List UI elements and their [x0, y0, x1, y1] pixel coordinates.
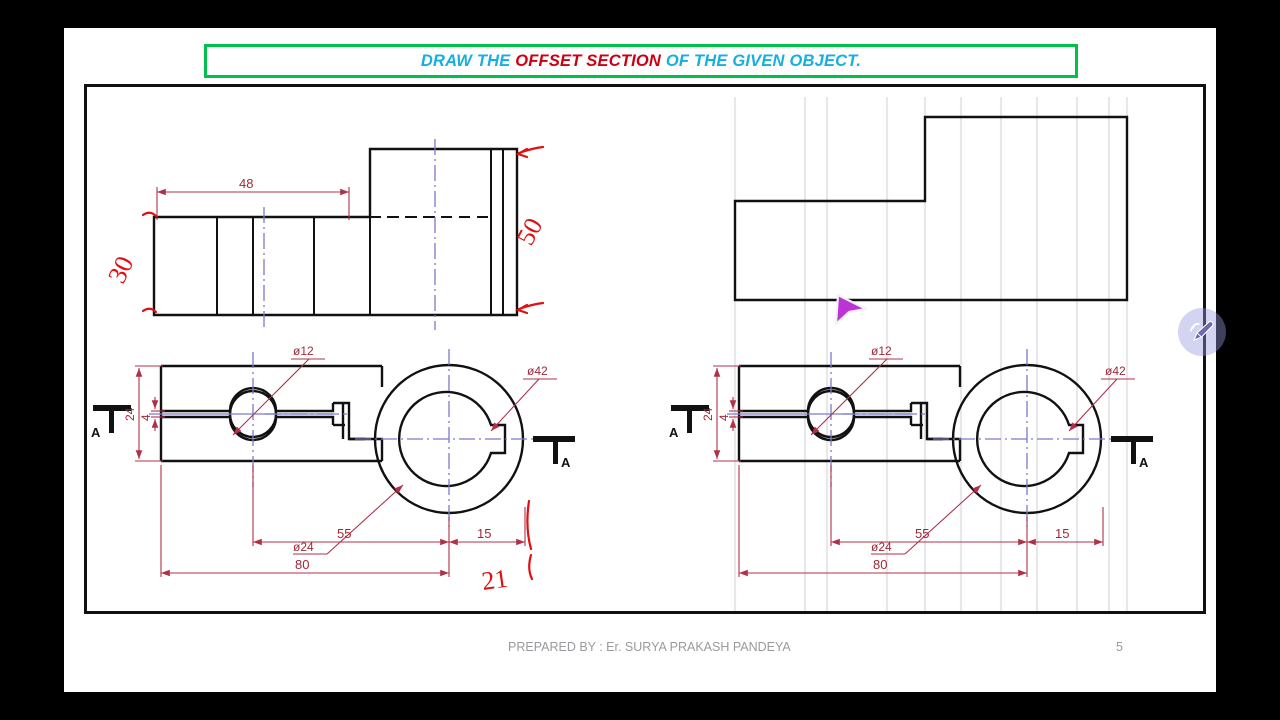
title-text: DRAW THE OFFSET SECTION OF THE GIVEN OBJ…: [421, 52, 861, 71]
engineering-drawing-svg: .ol{fill:none;stroke:#111;stroke-width:2…: [91, 97, 1153, 611]
svg-text:21: 21: [480, 564, 510, 596]
dim-label-4: 4: [717, 414, 731, 421]
dim-label-48: 48: [239, 176, 253, 191]
page-number: 5: [1116, 640, 1123, 654]
right-dim-4: 4: [717, 397, 743, 431]
left-front-dim-48: 48: [156, 176, 350, 220]
dim-label-24: 24: [701, 407, 715, 421]
left-dim-24: 24: [123, 365, 163, 462]
mouse-cursor: [834, 293, 868, 326]
dim-label-15: 15: [477, 526, 491, 541]
right-plan-view: A A 24: [669, 344, 1153, 577]
right-dia-12: ø12: [810, 344, 903, 436]
dim-label-dia-42: ø42: [527, 364, 548, 378]
left-front-view: 48 30 50: [102, 139, 549, 330]
svg-text:30: 30: [102, 252, 139, 288]
dim-label-dia-12: ø12: [293, 344, 314, 358]
pen-annotation-badge[interactable]: [1178, 308, 1226, 356]
left-dim-80: 80: [160, 465, 450, 577]
right-dia-42: ø42: [1068, 364, 1135, 432]
title-part-1: DRAW THE: [420, 51, 516, 70]
left-dia-42: ø42: [490, 364, 557, 432]
left-plan-view: A A 24: [91, 344, 575, 596]
dim-label-55: 55: [915, 526, 929, 541]
section-label-a: A: [91, 425, 101, 440]
left-section-marker-a-right: A: [533, 436, 575, 470]
left-section-marker-a-left: A: [91, 405, 131, 440]
left-dim-55: 55: [252, 465, 450, 546]
dim-label-4: 4: [139, 414, 153, 421]
section-label-a: A: [669, 425, 679, 440]
right-top-view: [733, 97, 1129, 611]
pen-icon: [1190, 321, 1214, 342]
right-dim-15: 15: [1027, 507, 1104, 546]
left-dim-4: 4: [139, 397, 165, 431]
right-section-marker-a-left: A: [669, 405, 709, 440]
drawing-frame: .ol{fill:none;stroke:#111;stroke-width:2…: [84, 84, 1206, 614]
dim-label-55: 55: [337, 526, 351, 541]
right-dim-80: 80: [738, 465, 1028, 577]
right-dim-24: 24: [701, 365, 741, 462]
prepared-by-text: PREPARED BY : Er. SURYA PRAKASH PANDEYA: [508, 640, 791, 654]
section-label-a: A: [561, 455, 571, 470]
handwritten-30: 30: [102, 211, 158, 314]
title-banner: DRAW THE OFFSET SECTION OF THE GIVEN OBJ…: [204, 44, 1078, 78]
left-dia-24: ø24: [293, 484, 404, 555]
slide-footer: PREPARED BY : Er. SURYA PRAKASH PANDEYA …: [64, 630, 1216, 670]
left-dia-12: ø12: [232, 344, 325, 436]
dim-label-80: 80: [873, 557, 887, 572]
right-section-marker-a-right: A: [1111, 436, 1153, 470]
title-part-2-offset-section: OFFSET SECTION: [515, 51, 662, 70]
dim-label-15: 15: [1055, 526, 1069, 541]
dim-label-24: 24: [123, 407, 137, 421]
title-part-3: OF THE GIVEN OBJECT.: [661, 51, 862, 70]
handwritten-21: 21: [480, 499, 534, 596]
dim-label-dia-12: ø12: [871, 344, 892, 358]
slide-canvas: DRAW THE OFFSET SECTION OF THE GIVEN OBJ…: [64, 28, 1216, 692]
left-dim-15: 15: [449, 507, 526, 546]
dim-label-dia-42: ø42: [1105, 364, 1126, 378]
section-label-a: A: [1139, 455, 1149, 470]
dim-label-80: 80: [295, 557, 309, 572]
right-dim-55: 55: [830, 465, 1028, 546]
